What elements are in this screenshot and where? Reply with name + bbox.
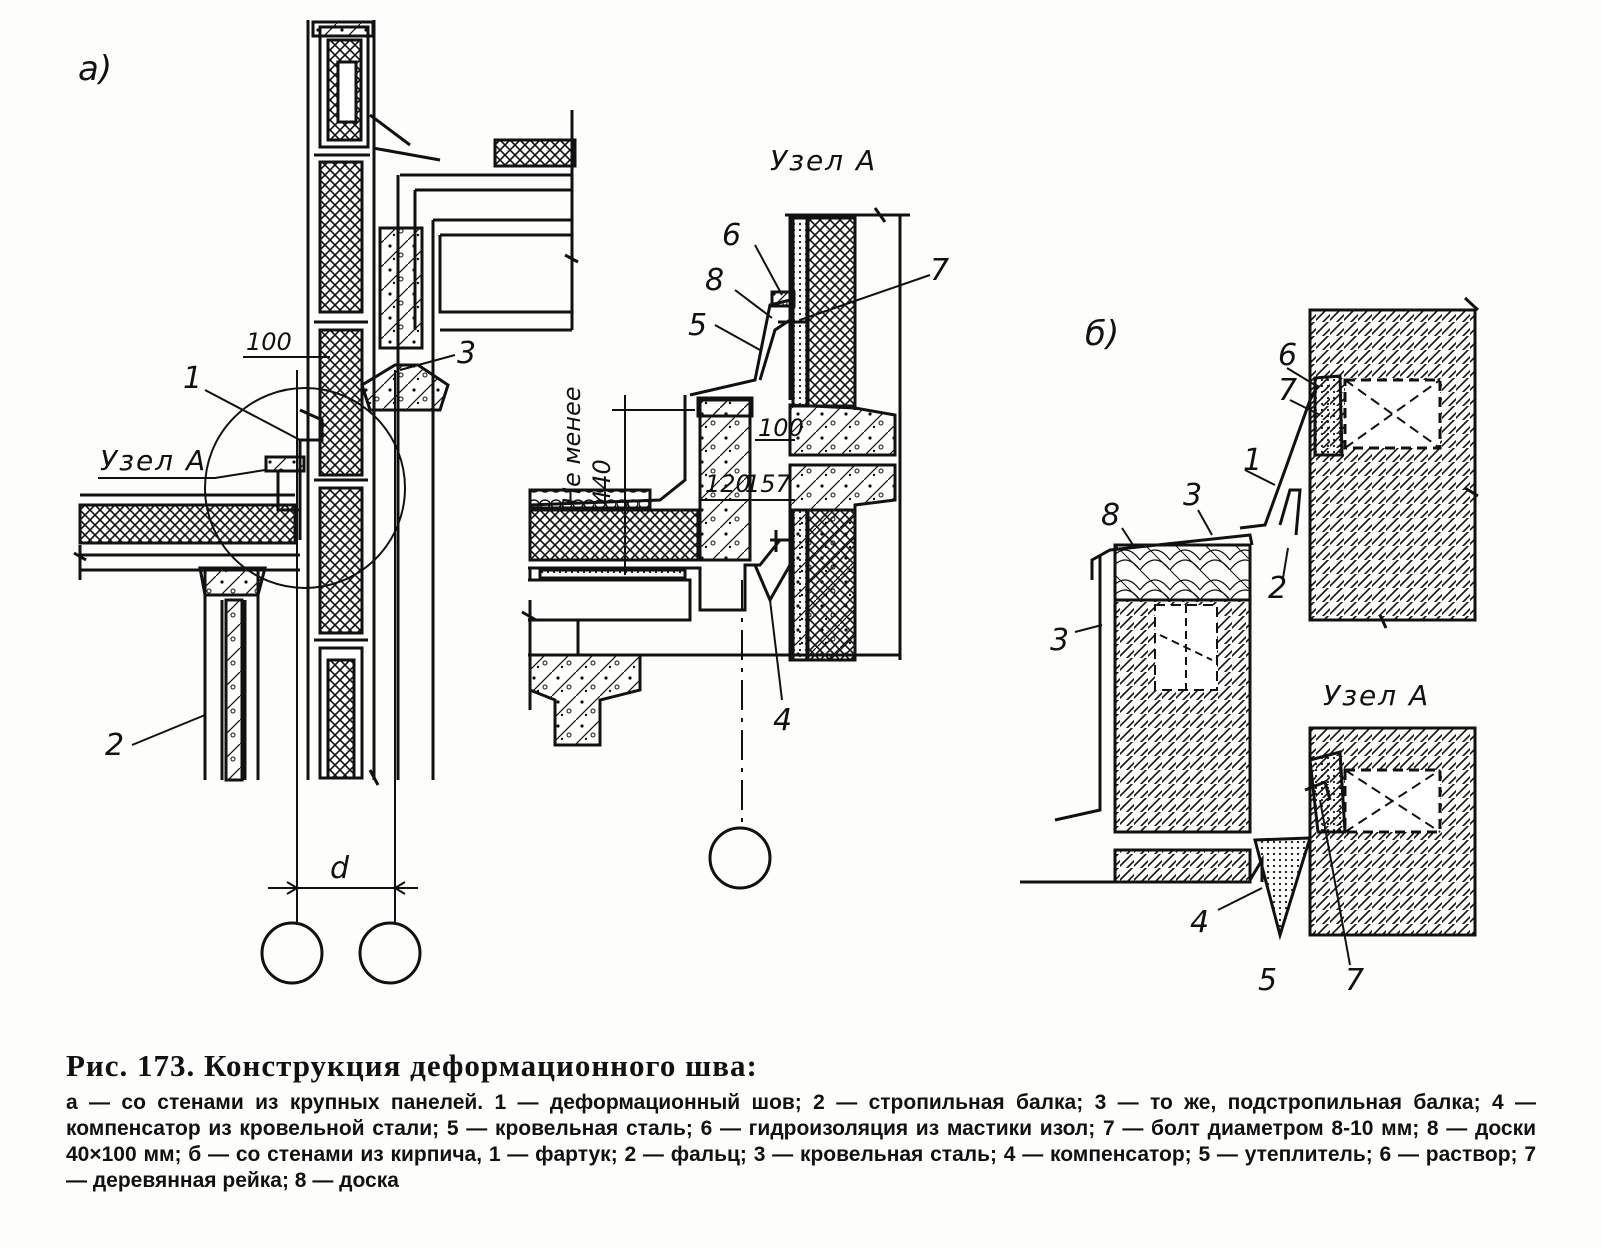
title-node-a: Узел А xyxy=(770,144,877,177)
caption-text: а — со стенами из крупных панелей. 1 — д… xyxy=(66,1091,1536,1192)
dim-120: 120 xyxy=(705,470,751,498)
callout-a-2: 2 xyxy=(105,728,124,763)
drawing-node-a: Узел А 4 xyxy=(521,144,949,890)
title-node-b: Узел А xyxy=(1323,679,1430,712)
dim-not-less: Не менее xyxy=(558,386,586,505)
label-panel-b: б) xyxy=(1085,314,1119,354)
label-panel-a: а) xyxy=(78,49,112,89)
drawing-a: а) xyxy=(73,20,579,985)
callout-b-8: 8 xyxy=(1101,498,1120,533)
callout-b-7b: 7 xyxy=(1345,963,1364,998)
dim-d: d xyxy=(330,851,350,886)
callout-b-1: 1 xyxy=(1243,443,1262,478)
callout-a-1: 1 xyxy=(183,361,202,396)
callout-node-7: 7 xyxy=(930,253,949,288)
callout-a-3: 3 xyxy=(457,336,476,371)
callout-node-4: 4 xyxy=(773,703,792,738)
callout-b-3a: 3 xyxy=(1183,478,1202,513)
callout-node-8: 8 xyxy=(705,263,724,298)
figure-caption: Рис. 173. Конструкция деформационного шв… xyxy=(66,1048,1536,1194)
callout-b-5: 5 xyxy=(1258,963,1277,998)
deformation-joint-drawing: а) xyxy=(73,20,1480,998)
drawing-b: б) Узел А 6 7 1 xyxy=(1020,296,1480,998)
caption-title: Рис. 173. Конструкция деформационного шв… xyxy=(66,1048,758,1083)
callout-b-4: 4 xyxy=(1190,905,1209,940)
callout-b-3b: 3 xyxy=(1050,623,1069,658)
dim-100-node: 100 xyxy=(758,414,804,442)
dim-100-a: 100 xyxy=(246,328,292,356)
callout-node-5: 5 xyxy=(688,308,707,343)
dim-157: 157 xyxy=(745,470,792,498)
callout-b-6: 6 xyxy=(1278,338,1297,373)
callout-b-2: 2 xyxy=(1268,571,1287,606)
dim-440: 440 xyxy=(588,459,616,505)
callout-b-7a: 7 xyxy=(1278,373,1297,408)
callout-node-6: 6 xyxy=(722,218,741,253)
label-node-a-on-drawing-a: Узел А xyxy=(100,444,207,477)
